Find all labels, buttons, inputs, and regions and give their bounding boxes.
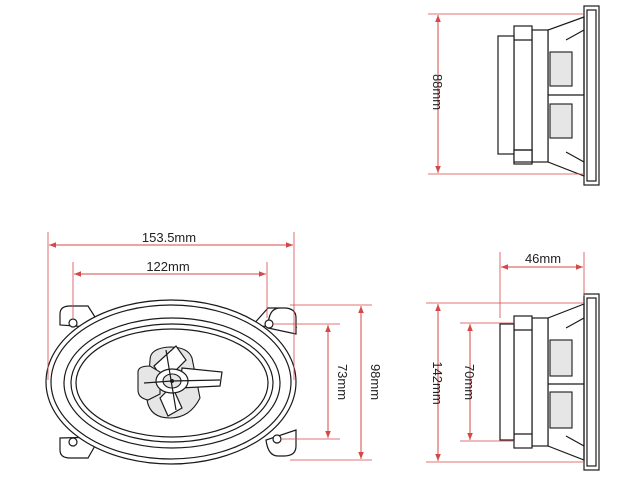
side-view-bottom-magnet (531, 317, 549, 447)
side-view-bottom-flange (583, 293, 600, 471)
mount-hole (68, 437, 78, 447)
label-front-width-outer: 153.5mm (142, 230, 196, 245)
mount-hole (68, 318, 78, 328)
mount-tab-bottom-right (265, 429, 297, 457)
mount-tab-top-right (267, 307, 297, 335)
label-side-height-inner: 70mm (462, 364, 477, 400)
tweeter-assembly (137, 345, 223, 419)
speaker-surround (63, 317, 281, 449)
label-front-width-inner: 122mm (146, 259, 189, 274)
side-view-bottom: 46mm 142mm 70mm (426, 251, 600, 471)
side-view-top-magnet (531, 29, 549, 163)
front-view: 153.5mm 122mm 73mm 98mm (45, 230, 383, 465)
side-view-top: 88mm (428, 5, 600, 186)
label-front-height-outer: 98mm (368, 364, 383, 400)
label-side-depth: 46mm (525, 251, 561, 266)
label-side-height-outer: 142mm (430, 361, 445, 404)
side-view-top-flange (583, 5, 600, 186)
label-front-height-inner: 73mm (335, 364, 350, 400)
label-top-height: 88mm (430, 74, 445, 110)
mount-hole (272, 434, 282, 444)
mount-hole (264, 319, 274, 329)
